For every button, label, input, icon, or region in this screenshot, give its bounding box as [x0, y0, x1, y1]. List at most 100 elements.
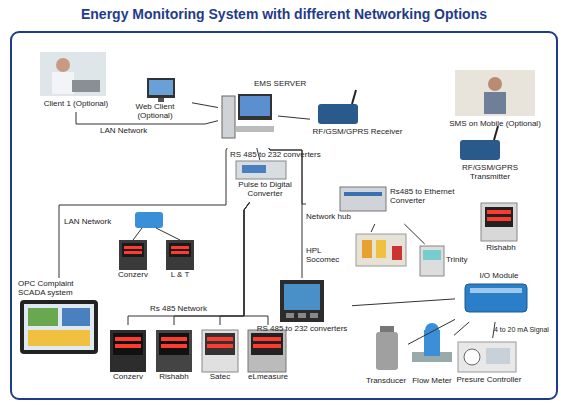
connector [408, 319, 455, 344]
meter-face [169, 243, 191, 257]
diagram-title: Energy Monitoring System with different … [0, 6, 568, 22]
tablet-screen [24, 304, 94, 350]
device-label: RF/GSM/GPRS Receiver [310, 128, 405, 137]
device-node: OPC Complaint SCADA system [14, 278, 104, 362]
controller-panel [486, 348, 510, 364]
photo-head [488, 77, 502, 91]
meter-face [113, 333, 143, 355]
hub-box [340, 187, 386, 211]
photo-body [484, 92, 506, 114]
connector [454, 322, 469, 335]
device-node: Network hubRs485 to Ethernet Converter [306, 184, 462, 224]
connector [244, 202, 268, 325]
converter-panel [242, 165, 266, 173]
device-label: Network hub [306, 213, 366, 222]
meter [248, 330, 286, 372]
meter [156, 330, 192, 372]
connector [371, 224, 375, 232]
device-label: Trinity [446, 256, 476, 265]
wire [133, 228, 142, 240]
monitor [147, 78, 175, 98]
connector [352, 299, 455, 306]
monitor-stand [158, 98, 164, 102]
device-label: Rishabh [152, 373, 196, 382]
screen-panel [28, 308, 58, 326]
device-label: L & T [160, 271, 200, 280]
device-label: RF/GSM/GPRS Transmitter [455, 164, 525, 182]
meter [202, 330, 238, 372]
device-label: HPL Socomec [306, 247, 356, 265]
connector [192, 103, 218, 108]
device-label: Flow Meter [406, 377, 458, 386]
converter-box [236, 161, 286, 179]
device-node: Trinity [420, 244, 470, 284]
device-label: Pulse to Digital Converter [225, 181, 305, 199]
meter-face [284, 284, 320, 310]
device-label: EMS SERVER [254, 80, 314, 89]
monitor-screen [149, 80, 173, 95]
meter-button [310, 313, 318, 318]
device-node: I/O Module [455, 270, 543, 322]
meter-face [205, 333, 235, 355]
device-node: Pulse to Digital Converter [230, 160, 300, 202]
meter-digits [207, 337, 233, 341]
antenna [494, 126, 498, 140]
device-label: Web Client (Optional) [118, 103, 192, 121]
antenna [352, 90, 356, 104]
meter-digits [487, 210, 511, 214]
photo [455, 70, 535, 116]
hub-stripe [344, 192, 382, 196]
device-node: RS 485 to 232 converters [252, 278, 352, 340]
monitor [238, 94, 272, 120]
radio-box [318, 104, 358, 124]
network-label: Rs 485 Network [150, 305, 207, 314]
meter-digits [161, 337, 187, 341]
network-label: LAN Network [64, 218, 111, 227]
photo-laptop [72, 80, 100, 92]
switch-part [392, 246, 402, 260]
controller-box [458, 342, 516, 372]
network-label: LAN Network [100, 127, 147, 136]
connector [220, 202, 250, 325]
device-node: SMS on Mobile (Optional) [440, 70, 550, 132]
io-terminal [470, 288, 522, 293]
meter [481, 203, 517, 241]
device-node: Conzerv [110, 238, 156, 282]
converter-box [135, 212, 163, 228]
meter-digits [253, 344, 281, 348]
meter-digits [487, 217, 511, 221]
dial [464, 349, 480, 365]
network-label: 4 to 20 mA Signal [494, 326, 549, 334]
meter [119, 240, 147, 270]
connector [128, 202, 250, 325]
device-label: Rishabh [476, 244, 526, 253]
screen-panel [62, 308, 90, 326]
meter-face [159, 333, 189, 355]
device-node: Flow Meter [410, 322, 454, 387]
device-label: Client 1 (Optional) [36, 100, 116, 109]
device-node: RF/GSM/GPRS Receiver [310, 98, 405, 150]
device-label: Presure Controller [444, 376, 534, 385]
meter-digits [124, 251, 142, 254]
switch-box [356, 234, 406, 266]
device-node: Satec [198, 325, 242, 383]
wire [156, 228, 180, 240]
device-node: Presure Controller [444, 338, 534, 388]
network-label: RS 485 to 232 converters [230, 151, 321, 160]
io-box [465, 284, 527, 312]
meter [110, 330, 146, 372]
device-label: I/O Module [455, 272, 543, 281]
flow-head [425, 323, 439, 337]
radio-box [460, 140, 500, 160]
meter-digits [115, 337, 141, 341]
switch-part [376, 240, 386, 258]
meter-digits [207, 344, 233, 348]
device-node: Transducer [364, 325, 408, 387]
meter [166, 240, 194, 270]
device-node: Conzerv [106, 325, 150, 383]
device-node: eLmeasure [244, 325, 292, 383]
keyboard [236, 126, 274, 132]
device-node: RF/GSM/GPRS Transmitter [440, 134, 545, 189]
